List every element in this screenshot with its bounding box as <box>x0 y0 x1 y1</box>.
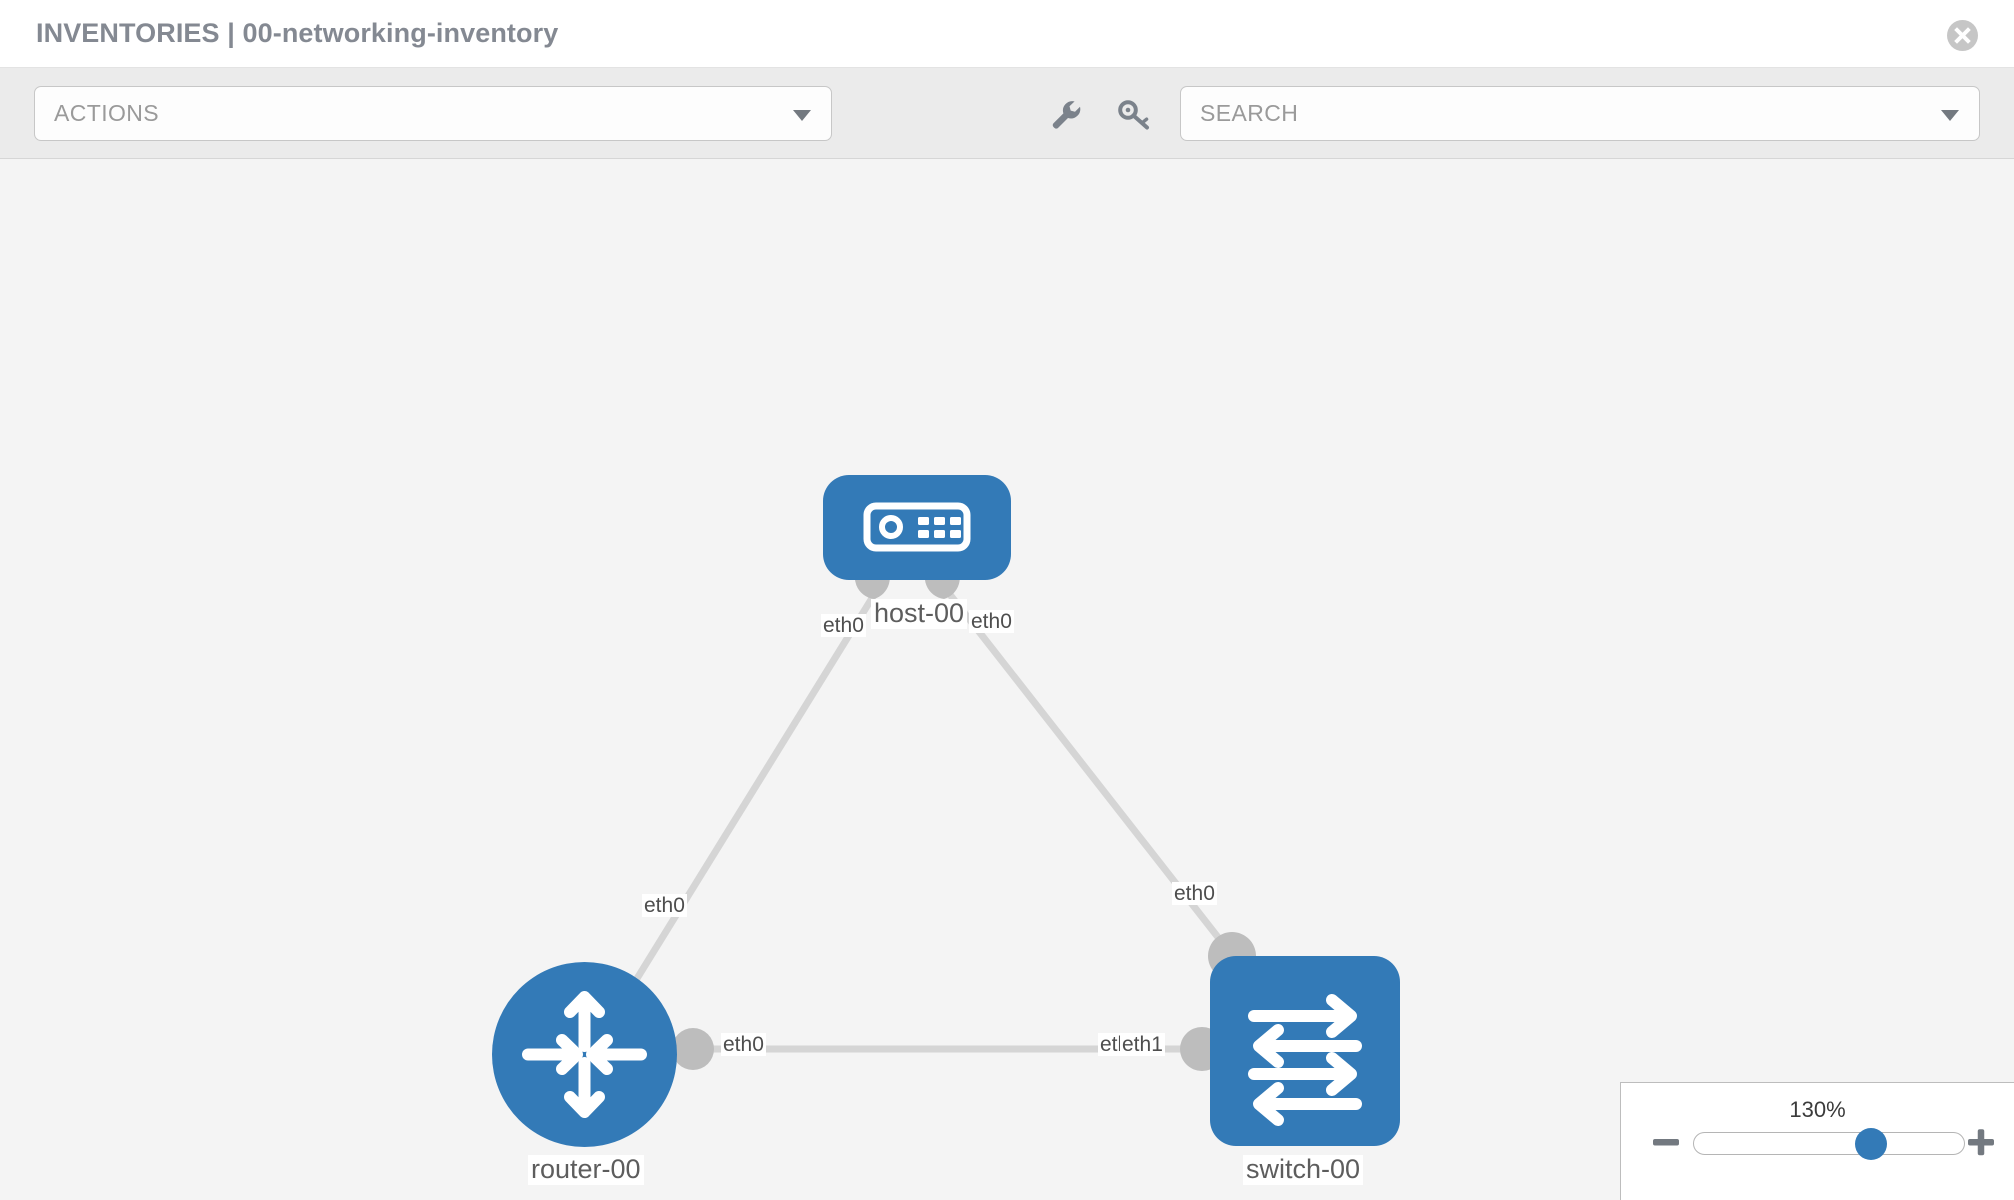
zoom-control-panel: 130% <box>1620 1082 2014 1200</box>
iface-label-switch-trunk-b: eth1 <box>1120 1033 1165 1057</box>
close-icon[interactable] <box>1947 20 1978 51</box>
actions-dropdown[interactable]: ACTIONS <box>34 86 832 141</box>
server-device-icon <box>863 502 971 552</box>
topology-canvas[interactable]: host-00 eth0 eth0 router-00 eth0 eth0 <box>0 159 2014 1200</box>
chevron-down-icon <box>1941 110 1959 121</box>
iface-label-host-right: eth0 <box>969 610 1014 634</box>
node-label-switch-00: switch-00 <box>1243 1154 1364 1185</box>
iface-label-router-trunk: eth0 <box>721 1033 766 1057</box>
search-input-value: SEARCH <box>1200 100 1299 126</box>
topology-node-switch-00[interactable] <box>1210 956 1400 1146</box>
actions-dropdown-label: ACTIONS <box>54 100 160 126</box>
page-title: INVENTORIES | 00-networking-inventory <box>36 18 559 48</box>
port-connectors <box>672 563 1256 1071</box>
iface-label-router-uplink: eth0 <box>642 894 687 918</box>
minus-icon[interactable] <box>1651 1127 1681 1157</box>
iface-label-host-left: eth0 <box>821 614 866 638</box>
toolbar: ACTIONS SEARCH <box>0 68 2014 159</box>
chevron-down-icon <box>793 110 811 121</box>
topology-node-router-00[interactable] <box>492 962 677 1147</box>
node-label-router-00: router-00 <box>528 1154 644 1185</box>
topology-links <box>609 563 1256 1071</box>
search-input[interactable]: SEARCH <box>1180 86 1980 141</box>
iface-label-switch-uplink: eth0 <box>1172 882 1217 906</box>
app-header: INVENTORIES | 00-networking-inventory <box>0 0 2014 68</box>
plus-icon[interactable] <box>1966 1127 1996 1157</box>
node-label-host-00: host-00 <box>871 598 968 629</box>
zoom-slider[interactable] <box>1693 1128 1965 1160</box>
switch-arrows-icon <box>1248 994 1362 1126</box>
router-arrows-icon <box>522 991 647 1118</box>
zoom-level-value: 130% <box>1789 1097 1846 1122</box>
key-icon[interactable] <box>1117 98 1151 132</box>
topology-node-host-00[interactable] <box>823 475 1011 580</box>
zoom-slider-thumb[interactable] <box>1854 1128 1887 1160</box>
wrench-icon[interactable] <box>1049 98 1083 132</box>
